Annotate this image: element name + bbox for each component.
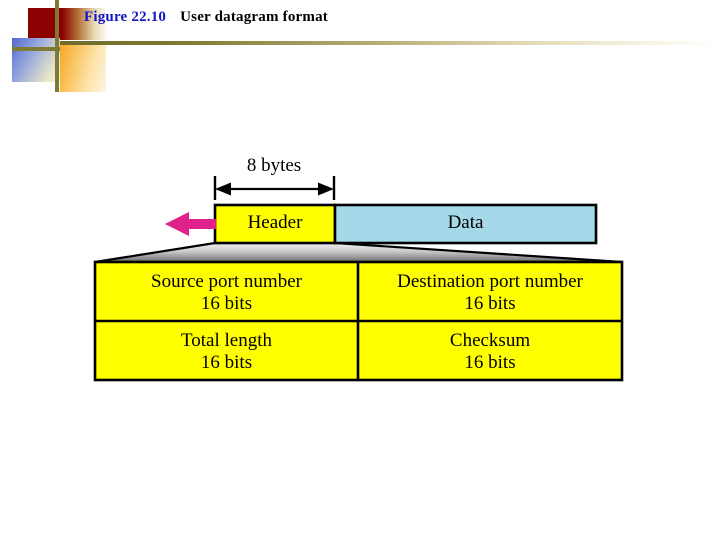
deco-blue-gradient-square <box>12 38 60 82</box>
packet-data-label: Data <box>447 212 484 233</box>
field-cell-total-length: Total length 16 bits <box>95 330 358 375</box>
packet-header-label: Header <box>247 212 303 233</box>
packet-boxes <box>213 203 598 245</box>
page-title: Figure 22.10 User datagram format <box>84 9 328 26</box>
field-size: 16 bits <box>200 352 253 374</box>
dimension-label: 8 bytes <box>246 155 302 176</box>
dimension-line-8-bytes <box>213 176 336 200</box>
field-cell-checksum: Checksum 16 bits <box>358 330 622 375</box>
deco-horizontal-rule <box>60 41 718 45</box>
field-title: Destination port number <box>397 271 583 292</box>
deco-orange-gradient-square <box>60 42 106 92</box>
field-cell-source-port: Source port number 16 bits <box>95 271 358 316</box>
figure-caption: User datagram format <box>180 9 328 25</box>
header-expander-shape <box>94 241 623 264</box>
deco-horizontal-tick <box>12 47 60 51</box>
field-title: Total length <box>180 330 272 351</box>
field-size: 16 bits <box>464 293 516 315</box>
transmission-arrow-shape <box>165 212 216 236</box>
figure-number: Figure 22.10 <box>84 9 167 25</box>
field-title: Checksum <box>449 330 531 351</box>
deco-vertical-rule <box>55 0 59 92</box>
field-title: Source port number <box>151 271 302 292</box>
field-size: 16 bits <box>200 293 253 315</box>
field-cell-destination-port: Destination port number 16 bits <box>358 271 622 316</box>
deco-red-fade-bar <box>62 8 108 40</box>
field-size: 16 bits <box>464 352 516 374</box>
header-field-table-grid <box>93 260 624 382</box>
